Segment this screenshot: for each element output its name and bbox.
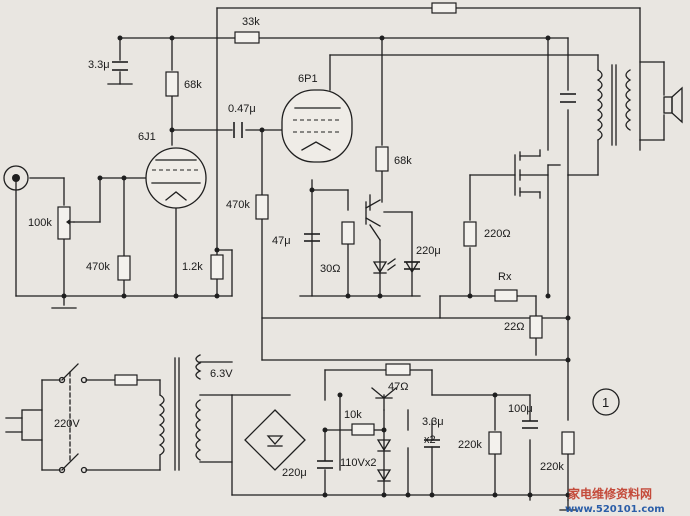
label-r-220-right: 220Ω xyxy=(484,228,511,240)
transistor-bias xyxy=(365,199,381,227)
label-r-470k-mid: 470k xyxy=(226,199,250,211)
watermark-text: 家电维修资料网 xyxy=(568,486,652,501)
resistor-68k-top xyxy=(165,71,179,97)
resistor-1k2 xyxy=(210,254,224,280)
label-c-220u-bottom: 220μ xyxy=(282,467,307,479)
zener-110v-x2 xyxy=(376,439,392,482)
label-c-47u: 47μ xyxy=(272,235,291,247)
mains-plug-icon xyxy=(5,409,43,441)
resistor-rx xyxy=(494,289,518,302)
resistor-220k-a xyxy=(488,431,502,455)
power-transformer xyxy=(158,354,202,471)
resistor-220k-b xyxy=(561,431,575,455)
pot-wiper-arrow xyxy=(66,219,70,225)
label-r-68k-mid: 68k xyxy=(394,155,412,167)
label-r-68k-top: 68k xyxy=(184,79,202,91)
mosfet-output xyxy=(514,149,541,199)
label-v-220: 220V xyxy=(54,418,80,430)
label-r-1k2: 1.2k xyxy=(182,261,203,273)
resistor-22 xyxy=(529,315,543,339)
label-r-rx: Rx xyxy=(498,271,512,283)
label-d-110vx2: 110Vx2 xyxy=(340,457,377,469)
diode-mid xyxy=(404,261,420,274)
figure-number-circle xyxy=(592,388,620,416)
label-r-470k-left: 470k xyxy=(86,261,110,273)
resistor-68k-mid xyxy=(375,146,389,172)
input-jack-icon xyxy=(3,165,29,191)
label-r-47: 47Ω xyxy=(388,381,408,393)
resistor-30 xyxy=(341,221,355,245)
resistor-33k xyxy=(234,31,260,44)
led-indicator xyxy=(372,258,396,274)
watermark: 家电维修资料网 www.520101.com xyxy=(565,486,665,515)
label-c-220u-mid: 220μ xyxy=(416,245,441,257)
resistor-470k-mid xyxy=(255,194,269,220)
label-r-30: 30Ω xyxy=(320,263,340,275)
resistor-470k-left xyxy=(117,255,131,281)
transistor-supply xyxy=(371,387,397,411)
speaker-icon xyxy=(663,86,683,124)
resistor-top-rail xyxy=(431,2,457,14)
wires xyxy=(15,7,665,511)
bridge-rectifier xyxy=(244,409,306,471)
power-switch-icon xyxy=(58,363,88,474)
resistor-10k xyxy=(351,423,375,436)
label-x2: x2 xyxy=(424,434,436,446)
label-c-3u3-top: 3.3μ xyxy=(88,59,110,71)
label-r-33k: 33k xyxy=(242,16,260,28)
resistor-220-right xyxy=(463,221,477,247)
label-c-100u: 100μ xyxy=(508,403,533,415)
label-c-3u3-x2: 3.3μ xyxy=(422,416,444,428)
label-r-100k: 100k xyxy=(28,217,52,229)
label-v-63: 6.3V xyxy=(210,368,233,380)
tube-6p1 xyxy=(281,89,353,163)
junctions xyxy=(61,35,571,498)
output-transformer xyxy=(567,64,632,176)
capacitors xyxy=(112,61,576,496)
watermark-url: www.520101.com xyxy=(565,504,665,515)
label-r-22: 22Ω xyxy=(504,321,524,333)
label-fig-no: 1 xyxy=(602,395,609,410)
fuse xyxy=(114,374,138,386)
label-c-047u: 0.47μ xyxy=(228,103,256,115)
label-r-10k: 10k xyxy=(344,409,362,421)
label-r-220k-b: 220k xyxy=(540,461,564,473)
label-tube-6j1: 6J1 xyxy=(138,131,156,143)
tube-6j1 xyxy=(145,147,207,209)
labels: 33k 3.3μ 68k 6P1 0.47μ 6J1 68k 470k 47μ … xyxy=(28,16,620,479)
resistor-47 xyxy=(385,363,411,376)
label-r-220k-a: 220k xyxy=(458,439,482,451)
label-tube-6p1: 6P1 xyxy=(298,73,318,85)
resistors xyxy=(57,2,575,455)
